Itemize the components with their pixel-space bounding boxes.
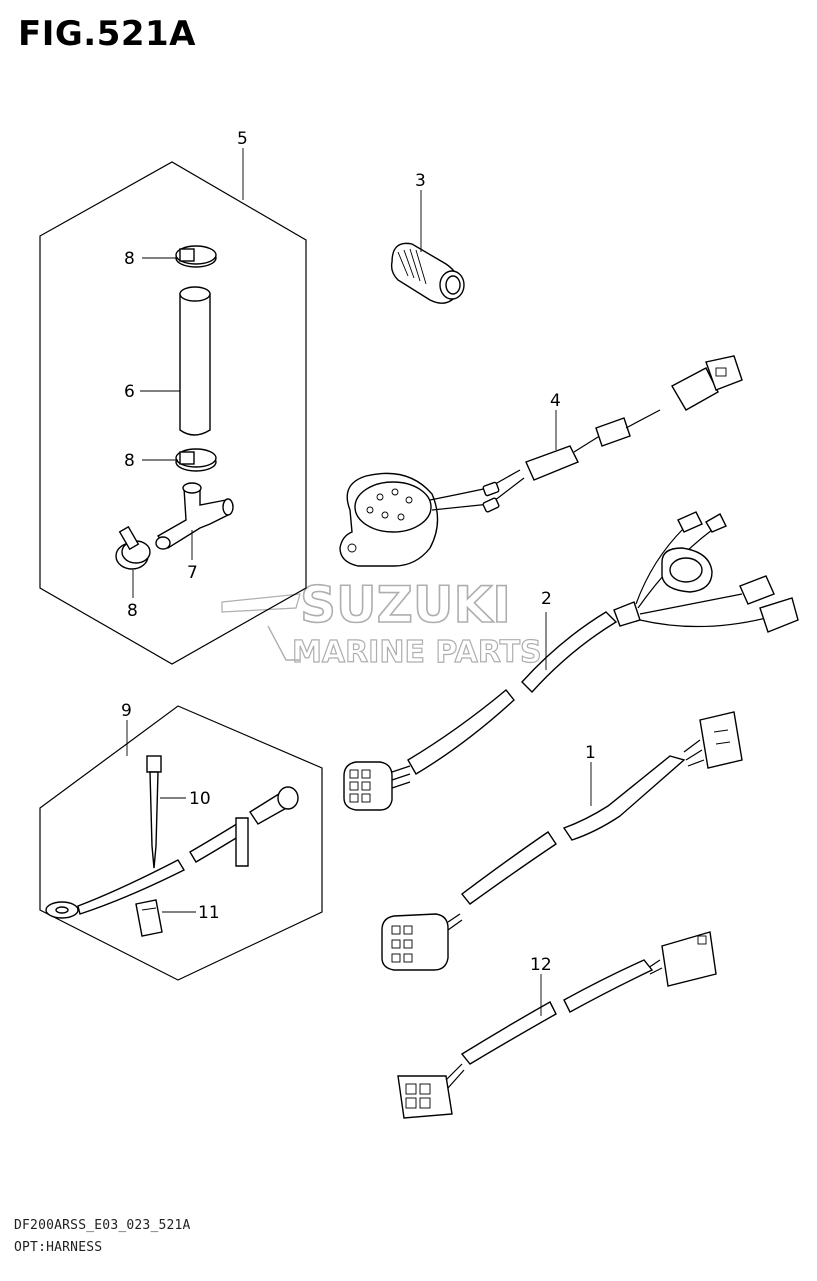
buzzer-harness-4[interactable] [339,355,743,567]
callouts: 1 2 3 4 5 6 7 8 8 8 9 10 11 12 [121,129,596,975]
watermark-line1: SUZUKI [300,576,511,634]
clip-11[interactable] [135,899,196,937]
watermark-line2: MARINE PARTS [292,635,542,670]
ground-lead[interactable] [45,786,299,919]
figure-title: FIG.521A [18,14,196,54]
callout-8-top: 8 [124,249,135,269]
group-5-box [39,148,307,665]
callout-7: 7 [187,563,198,583]
callout-10: 10 [189,789,211,809]
callout-4: 4 [550,391,561,411]
callout-11: 11 [198,903,220,923]
clamp-8-top[interactable] [142,245,217,268]
harness-12[interactable] [397,931,717,1119]
callout-8-middle: 8 [124,451,135,471]
watermark: SUZUKI MARINE PARTS [221,575,542,671]
plug-3[interactable] [390,190,465,304]
callout-5: 5 [237,129,248,149]
harness-1[interactable] [381,711,743,971]
callout-2: 2 [541,589,552,609]
clamp-8-bottom[interactable] [115,525,151,598]
drawing-code: DF200ARSS_E03_023_521A [14,1218,191,1233]
callout-8-bottom: 8 [127,601,138,621]
group-9-box [39,705,323,981]
callout-12: 12 [530,955,552,975]
callout-1: 1 [585,743,596,763]
callout-3: 3 [415,171,426,191]
section-name: OPT:HARNESS [14,1240,103,1255]
callout-6: 6 [124,382,135,402]
callout-9: 9 [121,701,132,721]
t-joint-7[interactable] [155,482,234,560]
hose-6[interactable] [140,286,211,436]
clamp-8-middle[interactable] [142,448,217,472]
main-harness-2[interactable] [343,511,799,811]
cable-tie-10[interactable] [146,755,186,869]
